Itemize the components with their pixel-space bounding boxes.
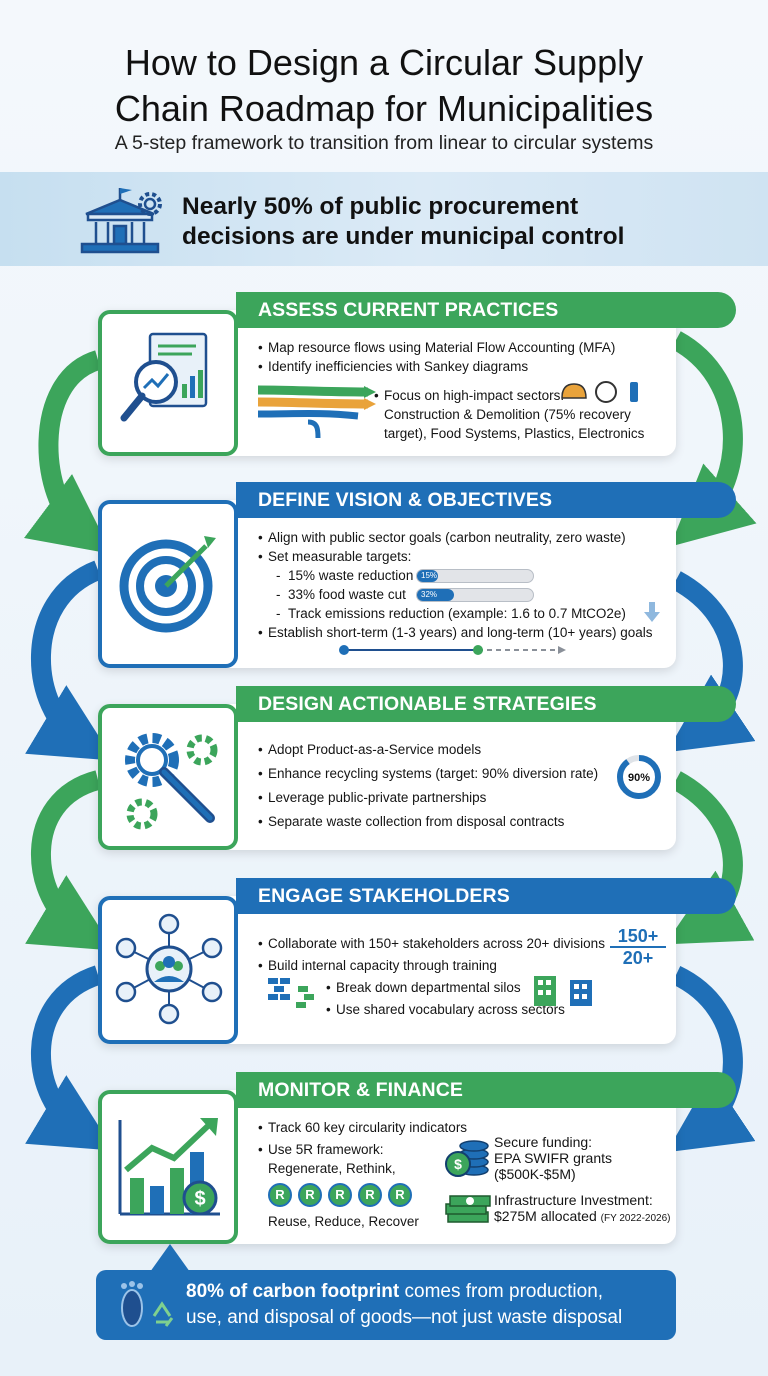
banner-text: Nearly 50% of public procurement decisio…	[182, 193, 625, 250]
step-monitor: $ MONITOR & FINANCE Track 60 key circula…	[98, 1072, 736, 1244]
step-content: Collaborate with 150+ stakeholders acros…	[258, 924, 666, 1036]
target-bar: 15%	[416, 569, 534, 583]
target-bar: 32%	[416, 588, 534, 602]
target-bar-fill: 15%	[417, 570, 438, 582]
step-content: Track 60 key circularity indicators Use …	[258, 1118, 671, 1236]
money-stack-icon	[445, 1195, 491, 1223]
fivr-line: Regenerate, Rethink,	[268, 1161, 396, 1176]
stakeholder-stat: 150+ 20+	[610, 926, 666, 968]
ring-label: 90%	[628, 772, 650, 784]
funding-text: Secure funding: EPA SWIFR grants ($500K-…	[494, 1134, 612, 1182]
broken-wall-icon	[268, 978, 314, 1008]
stakeholder-network-icon	[115, 913, 223, 1025]
sankey-icon	[258, 385, 376, 439]
step-design: DESIGN ACTIONABLE STRATEGIES Adopt Produ…	[98, 686, 736, 850]
r-badge: R	[328, 1183, 352, 1207]
bullet-item: Leverage public-private partnerships	[258, 788, 486, 807]
bullet-item: Align with public sector goals (carbon n…	[258, 528, 626, 547]
timeline-icon	[339, 645, 566, 655]
step-content: Map resource flows using Material Flow A…	[258, 338, 664, 448]
step-define: DEFINE VISION & OBJECTIVES Align with pu…	[98, 482, 736, 668]
plate-icon	[595, 381, 617, 403]
step-title: DESIGN ACTIONABLE STRATEGIES	[236, 686, 736, 722]
r-badge: R	[358, 1183, 382, 1207]
page-title: How to Design a Circular Supply Chain Ro…	[114, 42, 654, 129]
bullet-item: Enhance recycling systems (target: 90% d…	[258, 764, 598, 783]
step-title: MONITOR & FINANCE	[236, 1072, 736, 1108]
target-item: 33% food waste cut	[276, 585, 406, 604]
sector-icons	[561, 381, 638, 403]
stat-banner: Nearly 50% of public procurement decisio…	[0, 172, 768, 266]
right-flow-arrow-4	[666, 965, 756, 1153]
r-badges: R R R R R	[268, 1183, 428, 1209]
bullet-item: Establish short-term (1-3 years) and lon…	[258, 623, 653, 642]
hardhat-icon	[561, 383, 587, 399]
diversion-ring: 90%	[617, 755, 661, 799]
svg-text:$: $	[454, 1156, 462, 1172]
bottle-icon	[630, 382, 638, 402]
bullet-item: Use shared vocabulary across sectors	[326, 1000, 565, 1019]
step-content: Adopt Product-as-a-Service models Enhanc…	[258, 732, 664, 842]
emissions-item: Track emissions reduction (example: 1.6 …	[276, 604, 626, 623]
focus-sectors: Focus on high-impact sectors:	[374, 386, 564, 405]
step-engage: ENGAGE STAKEHOLDERS Collaborate with 150…	[98, 878, 736, 1044]
r-badge: R	[268, 1183, 292, 1207]
step-title: ASSESS CURRENT PRACTICES	[236, 292, 736, 328]
left-flow-arrow-4	[25, 965, 115, 1151]
step-icon-box	[98, 500, 238, 668]
bullet-item: Track 60 key circularity indicators	[258, 1118, 467, 1137]
r-badge: R	[298, 1183, 322, 1207]
bullet-item: Separate waste collection from disposal …	[258, 812, 564, 831]
carbon-footprint-callout: 80% of carbon footprint comes from produ…	[96, 1270, 676, 1340]
step-title: DEFINE VISION & OBJECTIVES	[236, 482, 736, 518]
r-badge: R	[388, 1183, 412, 1207]
down-arrow-icon	[644, 602, 660, 622]
wrench-gears-icon	[125, 733, 218, 830]
callout-pointer	[150, 1244, 190, 1272]
bullet-item: Build internal capacity through training	[258, 956, 497, 975]
infrastructure-text: Infrastructure Investment: $275M allocat…	[494, 1192, 671, 1224]
bullet-item: Adopt Product-as-a-Service models	[258, 740, 481, 759]
magnifier-report-icon	[120, 332, 208, 422]
left-flow-arrow-2	[25, 560, 115, 761]
step-title: ENGAGE STAKEHOLDERS	[236, 878, 736, 914]
page-subtitle: A 5-step framework to transition from li…	[114, 132, 654, 154]
fivr-line: Reuse, Reduce, Recover	[268, 1214, 419, 1229]
target-item: 15% waste reduction	[276, 566, 413, 585]
bullet-item: Set measurable targets:	[258, 547, 411, 566]
government-building-gear-icon	[80, 188, 162, 254]
callout-text: 80% of carbon footprint comes from produ…	[186, 1281, 623, 1328]
bullet-item: Break down departmental silos	[326, 978, 521, 997]
target-arrow-icon	[119, 536, 216, 633]
step-icon-box	[98, 704, 238, 850]
left-flow-arrow-1	[23, 350, 112, 555]
step-content: Align with public sector goals (carbon n…	[258, 528, 664, 660]
step-icon-box	[98, 310, 238, 456]
coin-stack-icon: $	[445, 1140, 489, 1177]
buildings-icon	[534, 976, 592, 1006]
step-assess: ASSESS CURRENT PRACTICES Map resource fl…	[98, 292, 736, 456]
target-bar-fill: 32%	[417, 589, 455, 601]
bullet-item: Identify inefficiencies with Sankey diag…	[258, 357, 528, 376]
step-icon-box: $	[98, 1090, 238, 1244]
left-flow-arrow-3	[25, 770, 115, 951]
svg-text:$: $	[194, 1188, 205, 1210]
growth-chart-dollar-icon: $	[118, 1118, 220, 1216]
step-icon-box	[98, 896, 238, 1044]
footprint-recycle-icon	[121, 1281, 174, 1327]
bullet-item: Map resource flows using Material Flow A…	[258, 338, 615, 357]
bullet-item: Collaborate with 150+ stakeholders acros…	[258, 934, 605, 953]
bullet-item: Use 5R framework:	[258, 1140, 383, 1159]
